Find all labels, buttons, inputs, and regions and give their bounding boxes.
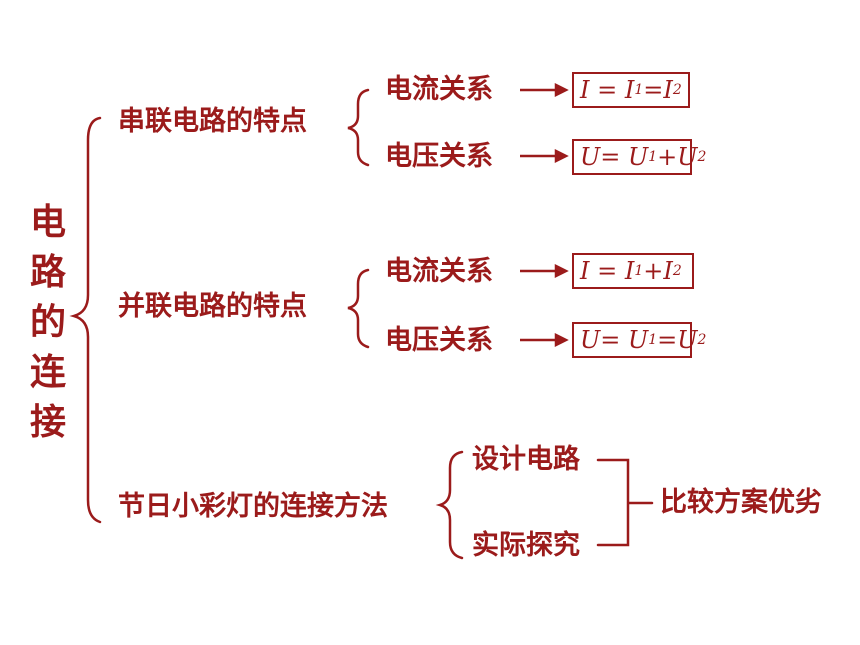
series-voltage-label: 电压关系 [385, 141, 493, 172]
series-title: 串联电路的特点 [118, 106, 307, 137]
lights-compare: 比较方案优劣 [660, 487, 822, 518]
lights-design: 设计电路 [472, 444, 580, 475]
root-char: 电 [29, 202, 66, 243]
root-char: 的 [29, 302, 66, 343]
series-brace [347, 88, 370, 167]
root-label: 电路的连接 [28, 198, 68, 448]
root-char: 路 [29, 252, 66, 293]
parallel-voltage-label: 电压关系 [385, 325, 493, 356]
root-char: 接 [29, 402, 66, 443]
lights-title: 节日小彩灯的连接方法 [118, 491, 388, 522]
main-brace [69, 116, 102, 524]
compare-bracket [596, 458, 654, 547]
parallel-current-label: 电流关系 [385, 256, 493, 287]
parallel-title: 并联电路的特点 [118, 291, 307, 322]
lights-brace [435, 450, 464, 560]
series-current-label: 电流关系 [385, 74, 493, 105]
parallel-brace [347, 268, 370, 349]
lights-explore: 实际探究 [472, 530, 580, 561]
root-char: 连 [29, 352, 66, 393]
